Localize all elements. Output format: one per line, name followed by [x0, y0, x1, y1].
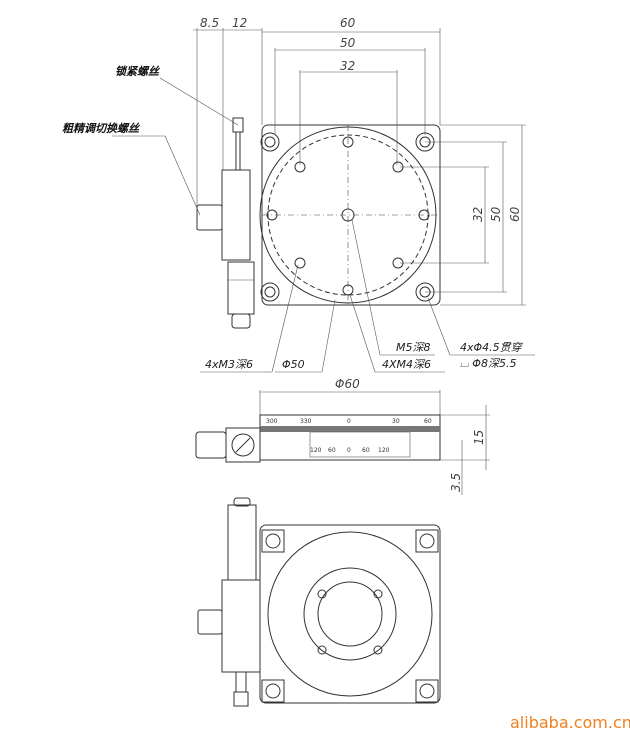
bottom-view	[197, 497, 441, 707]
label-coarse-fine-screw: 粗精调切换螺丝	[62, 122, 141, 135]
scale-label: 330	[300, 418, 312, 425]
right-dimensions: 32 50 60	[400, 124, 526, 306]
label-m4: 4XM4深6	[382, 358, 431, 371]
scale-label: 60	[328, 447, 336, 454]
label-through-hole: 4xΦ4.5贯穿	[460, 341, 524, 354]
label-lock-screw: 锁紧螺丝	[115, 65, 161, 78]
dim-60: 60	[340, 16, 356, 30]
watermark: alibaba.com.cn	[510, 713, 630, 732]
dim-8-5: 8.5	[200, 16, 219, 30]
dim-h50: 50	[489, 206, 503, 222]
top-dimensions: 8.5 12 60 50 32	[193, 16, 441, 230]
dim-50: 50	[340, 36, 356, 50]
top-view	[196, 117, 441, 329]
callouts: 锁紧螺丝 粗精调切换螺丝 4xM3深6 Φ50 M5深8 4XM4深6 4xΦ4…	[62, 65, 535, 373]
dim-32: 32	[340, 59, 355, 73]
scale-label: 0	[347, 418, 351, 425]
scale-label: 0	[347, 447, 351, 454]
micrometer	[196, 117, 255, 329]
bolt-circle-holes	[266, 136, 430, 296]
label-counterbore: ⌴ Φ8深5.5	[460, 357, 516, 370]
scale-label: 60	[424, 418, 432, 425]
dim-12: 12	[232, 16, 247, 30]
dim-h3-5: 3.5	[449, 473, 463, 492]
scale-label: 60	[362, 447, 370, 454]
label-phi50: Φ50	[282, 358, 305, 371]
scale-label: 120	[310, 447, 322, 454]
dim-h60: 60	[508, 206, 522, 222]
scale-label: 30	[392, 418, 400, 425]
dim-h32: 32	[471, 207, 485, 222]
corner-holes	[260, 132, 435, 302]
dim-h15: 15	[472, 430, 486, 445]
label-m5: M5深8	[396, 341, 431, 354]
scale-label: 300	[266, 418, 278, 425]
scale-label: 120	[378, 447, 390, 454]
label-m3: 4xM3深6	[205, 358, 253, 371]
dim-phi60: Φ60	[335, 377, 360, 391]
side-view: Φ60 300 330 0 30 60 120 60 0 60 120 15 3…	[195, 377, 490, 495]
